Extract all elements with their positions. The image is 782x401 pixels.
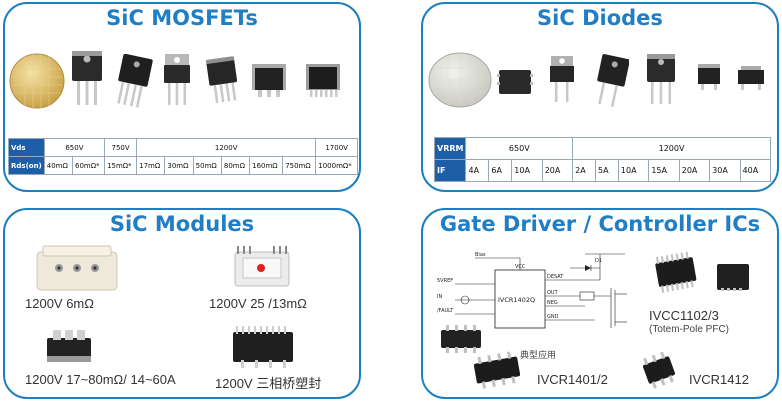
- if-cell: 30A: [709, 159, 741, 182]
- vds-label: Vds: [8, 138, 45, 157]
- rds-cell: 40mΩ: [43, 156, 74, 175]
- ivcc-soic16-chip-image: [651, 250, 701, 296]
- power-module-6mohm-image: [35, 242, 119, 294]
- vds-cell: 1200V: [136, 138, 317, 157]
- if-label: IF: [433, 159, 467, 182]
- typical-application-schematic: 5VREF IN /FAULT Bias VCC IVCR1402Q DESAT…: [435, 248, 635, 348]
- if-cell: 10A: [617, 159, 650, 182]
- vrrm-label: VRRM: [433, 137, 467, 160]
- rds-cell: 30mΩ: [164, 156, 194, 175]
- vds-cell: 1700V: [315, 138, 358, 157]
- vds-cell: 750V: [104, 138, 138, 157]
- if-cell: 40A: [739, 159, 772, 182]
- gate-driver-panel: Gate Driver / Controller ICs 5VREF IN /F…: [421, 208, 779, 399]
- diodes-title: SiC Diodes: [537, 6, 663, 30]
- if-cell: 6A: [488, 159, 513, 182]
- pin-fault-label: /FAULT: [437, 308, 454, 314]
- if-cell: 5A: [595, 159, 619, 182]
- if-cell: 15A: [648, 159, 680, 182]
- pin-desat-label: DESAT: [547, 274, 564, 280]
- if-row: IF 4A 6A 10A 20A 2A 5A 10A 15A 20A 30A 4…: [433, 159, 772, 182]
- rds-cell: 15mΩ*: [104, 156, 138, 175]
- mosfets-spec-table: Vds 650V 750V 1200V 1700V Rds(on) 40mΩ 6…: [8, 138, 358, 175]
- dpak-diode-image: [695, 62, 723, 92]
- pin-neg-label: NEG: [547, 300, 558, 306]
- toll-package-image: [302, 60, 346, 100]
- gate-title: Gate Driver / Controller ICs: [439, 212, 761, 236]
- pin-vcc-label: VCC: [515, 264, 526, 270]
- to247-diode-image: [593, 54, 629, 110]
- rds-label: Rds(on): [8, 156, 45, 175]
- to220-diode-image: [546, 54, 578, 106]
- pin-5vref-label: 5VREF: [437, 278, 453, 284]
- pin-in-label: IN: [437, 294, 442, 300]
- rds-cell: 17mΩ: [136, 156, 166, 175]
- rds-cell: 80mΩ: [220, 156, 251, 175]
- ivcr1401-label: IVCR1401/2: [537, 372, 608, 387]
- module-label-25-13mohm: 1200V 25 /13mΩ: [209, 296, 307, 311]
- if-cell: 10A: [511, 159, 543, 182]
- pin-out-label: OUT: [547, 290, 559, 296]
- diodes-spec-table: VRRM 650V 1200V IF 4A 6A 10A 20A 2A 5A 1…: [433, 137, 772, 182]
- module-label-three-phase-bridge: 1200V 三相桥塑封: [215, 376, 322, 391]
- smd-diode-image: [735, 64, 767, 92]
- if-cell: 20A: [541, 159, 574, 182]
- if-cell: 20A: [678, 159, 711, 182]
- rds-cell: 50mΩ: [192, 156, 222, 175]
- diode-d1-label: D1: [595, 258, 602, 264]
- ivcc-qfn-chip-image: [713, 260, 753, 294]
- power-module-25-13mohm-image: [231, 242, 293, 292]
- vrrm-cell: 650V: [465, 137, 574, 160]
- module-label-6mohm: 1200V 6mΩ: [25, 296, 94, 311]
- to247-4pin-package-image: [113, 54, 153, 110]
- power-module-17-80mohm-image: [45, 328, 93, 368]
- if-cell: 4A: [465, 159, 490, 182]
- rds-cell: 60mΩ*: [72, 156, 106, 175]
- sic-modules-panel: SiC Modules 1200V 6mΩ 1200V 25 /13mΩ 120…: [3, 208, 361, 399]
- pin-gnd-label: GND: [547, 314, 559, 320]
- to247-angled-package-image: [203, 56, 243, 106]
- three-phase-bridge-module-image: [227, 324, 299, 370]
- soic8-chip-image: [437, 322, 485, 356]
- schematic-caption: 典型应用: [520, 350, 557, 360]
- to247-package-image: [68, 49, 106, 107]
- if-cell: 2A: [572, 159, 597, 182]
- vds-row: Vds 650V 750V 1200V 1700V: [8, 138, 358, 157]
- to220-package-image: [160, 52, 194, 108]
- d2pak-package-image: [249, 60, 289, 100]
- rds-row: Rds(on) 40mΩ 60mΩ* 15mΩ* 17mΩ 30mΩ 50mΩ …: [8, 156, 358, 175]
- modules-title: SiC Modules: [109, 212, 255, 236]
- to247-3pin-diode-image: [643, 52, 679, 108]
- vrrm-cell: 1200V: [572, 137, 771, 160]
- sic-wafer-image: [9, 53, 65, 109]
- schematic-chip-label: IVCR1402Q: [498, 296, 535, 304]
- mosfets-title: SiC MOSFETs: [106, 6, 258, 30]
- sic-mosfets-panel: SiC MOSFETs Vds 650V 750V 1200V: [3, 2, 361, 192]
- rds-cell: 1000mΩ*: [315, 156, 358, 175]
- sic-diodes-panel: SiC Diodes VRRM 650V 1200V IF 4A 6A 10A …: [421, 2, 779, 192]
- die-package-image: [495, 66, 535, 102]
- module-label-17-80mohm: 1200V 17~80mΩ/ 14~60A: [25, 372, 176, 387]
- vds-cell: 650V: [43, 138, 106, 157]
- bias-label: Bias: [475, 252, 486, 258]
- sic-diode-wafer-image: [428, 50, 492, 110]
- rds-cell: 750mΩ: [282, 156, 317, 175]
- ivcr1412-label: IVCR1412: [689, 372, 749, 387]
- ivcc-totem-pole-note: (Totem-Pole PFC): [649, 324, 730, 335]
- ivcc1102-label: IVCC1102/3: [649, 308, 719, 323]
- vrrm-row: VRRM 650V 1200V: [433, 137, 771, 160]
- ivcr1412-chip-image: [637, 348, 681, 392]
- rds-cell: 160mΩ: [249, 156, 284, 175]
- ivcr1401-chip-image: [469, 350, 525, 390]
